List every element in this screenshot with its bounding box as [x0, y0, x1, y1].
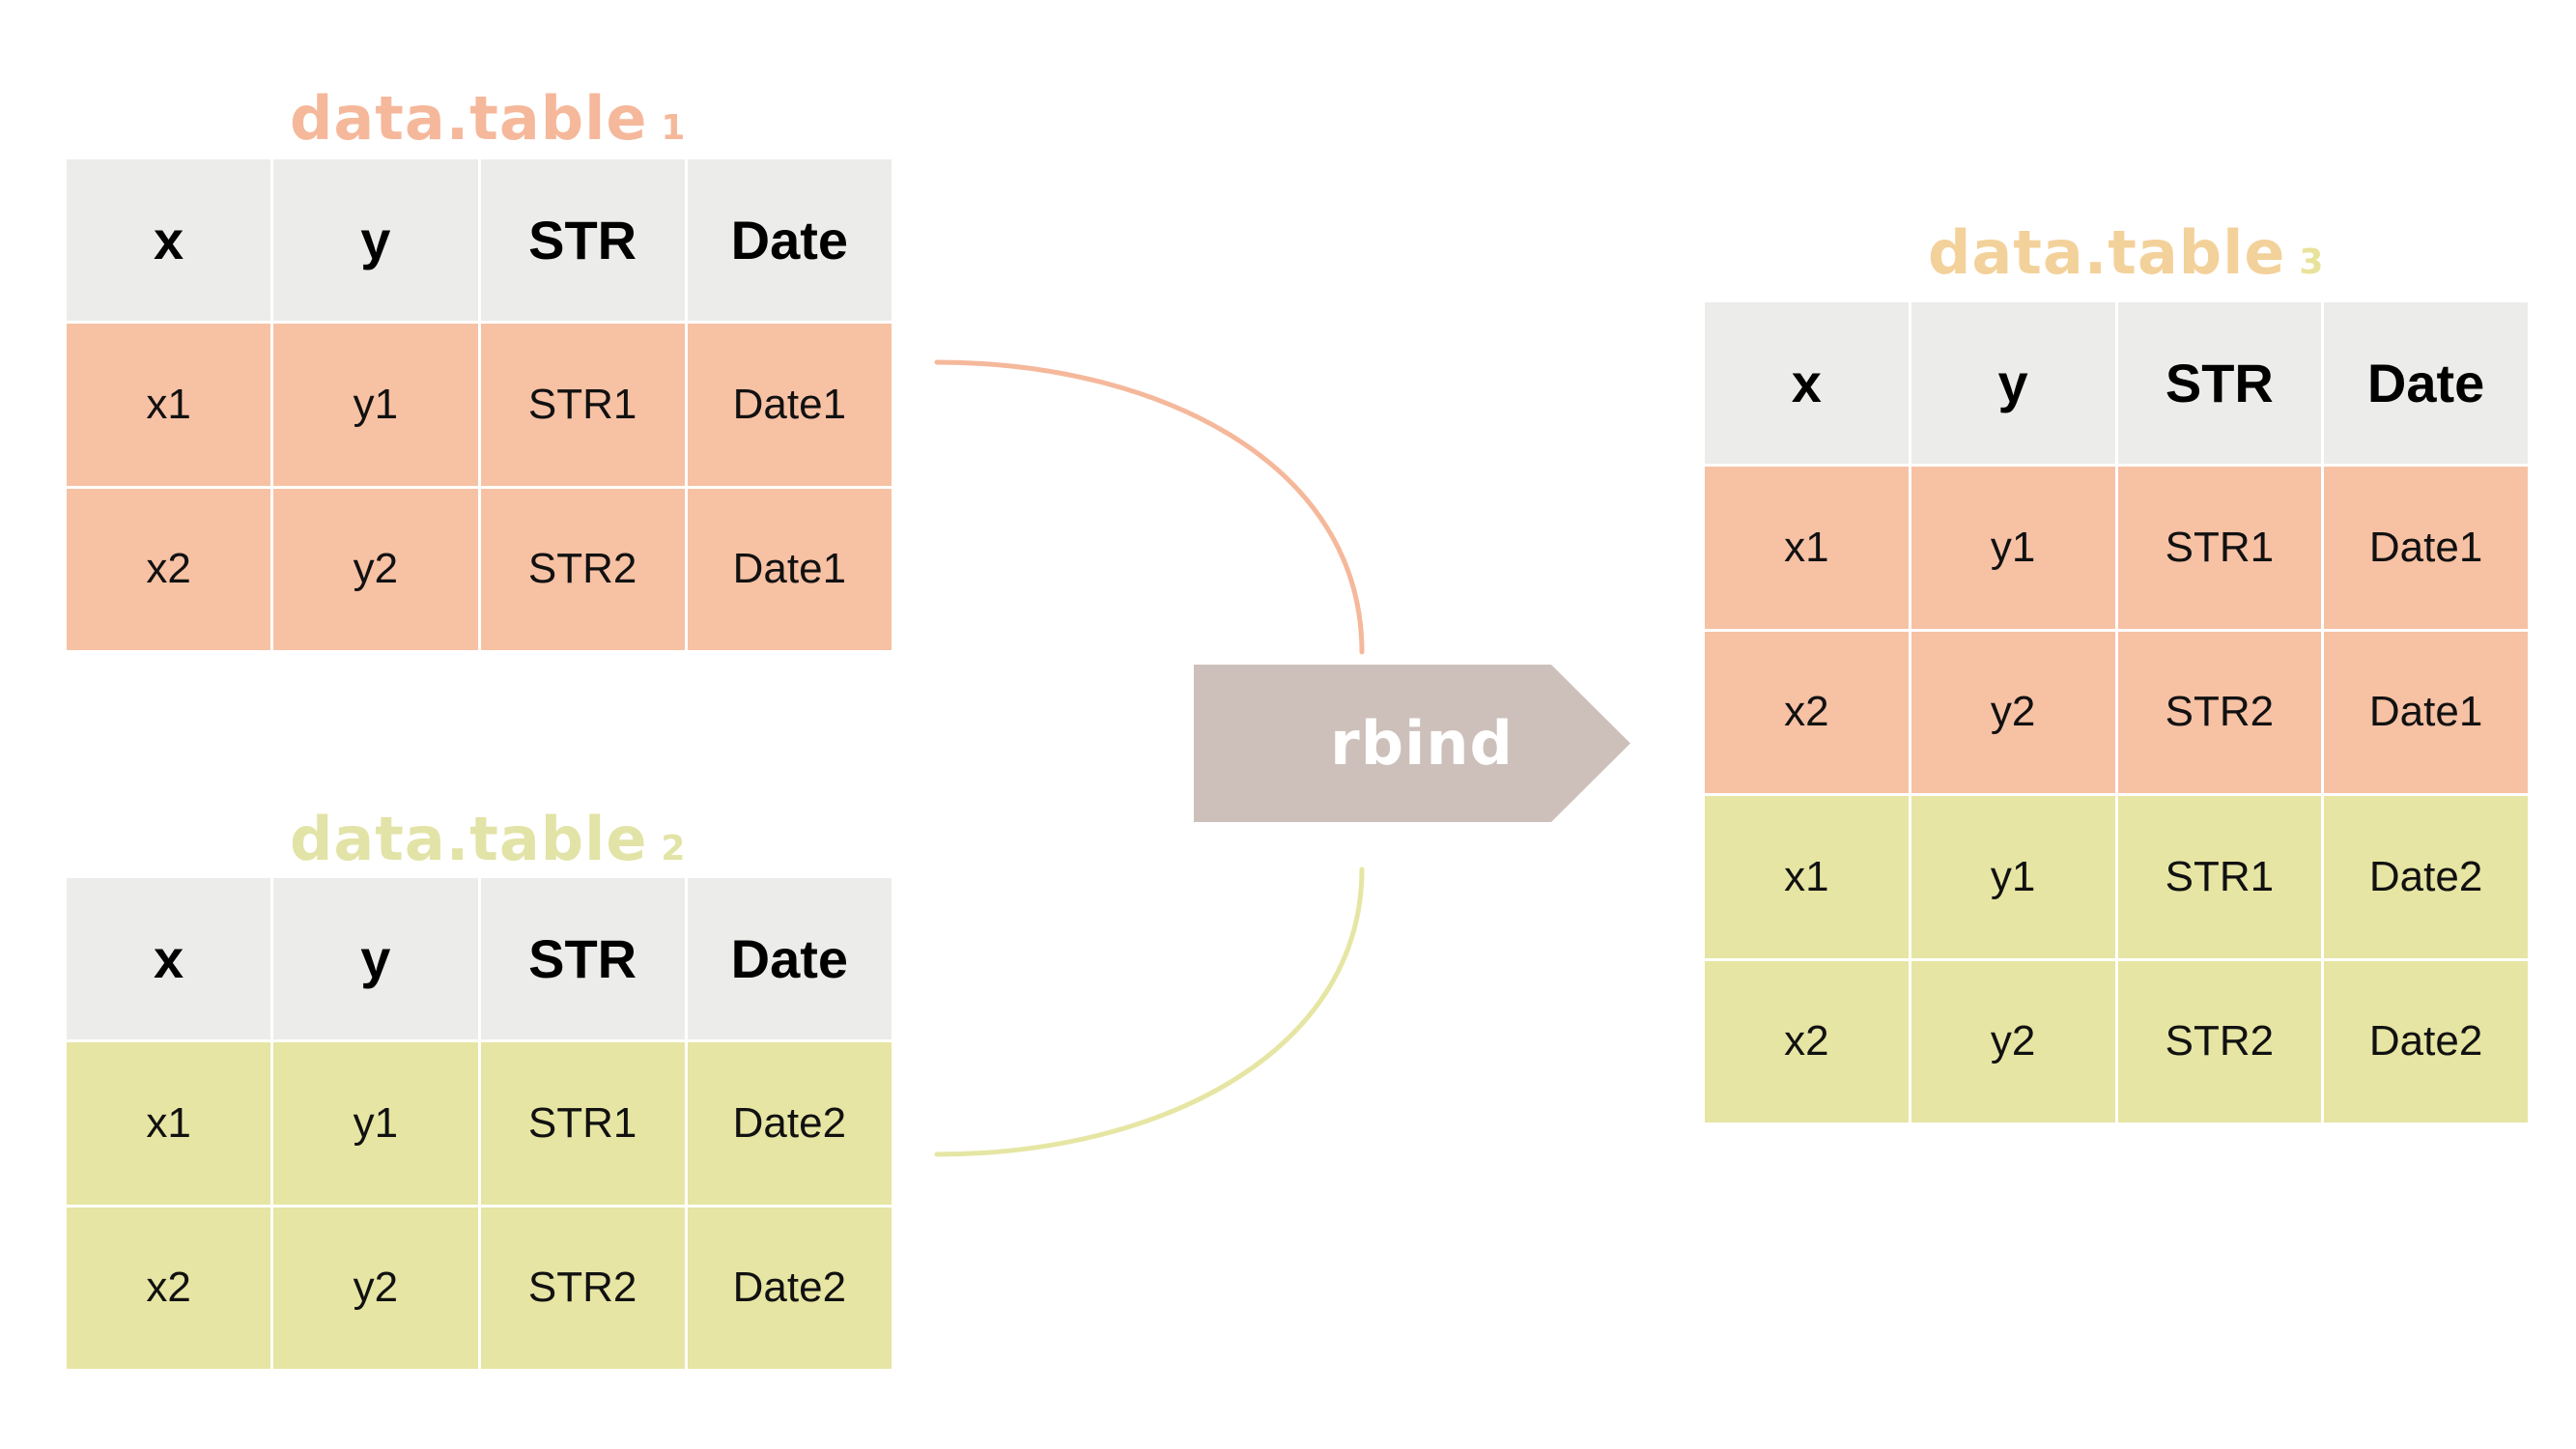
data-table-3: x y STR Date x1 y1 STR1 Date1 x2 y2 STR2… [1705, 302, 2528, 1122]
header-cell-x: x [1705, 302, 1909, 465]
table-cell: y2 [1911, 631, 2115, 794]
table-cell: STR1 [2117, 796, 2322, 958]
table-number: 2 [661, 829, 687, 868]
table-cell: y2 [273, 1207, 478, 1369]
table-cell: y2 [273, 488, 478, 650]
table-cell: x1 [67, 1042, 271, 1205]
table-cell: x2 [67, 1207, 271, 1369]
header-cell-str: STR [480, 878, 685, 1040]
table-title-text: data.table [290, 83, 648, 154]
table-cell: y1 [1911, 796, 2115, 958]
table-cell: Date2 [2324, 796, 2528, 958]
header-cell-date: Date [687, 159, 892, 322]
table-cell: STR1 [480, 1042, 685, 1205]
header-cell-date: Date [2324, 302, 2528, 465]
table-cell: x2 [1705, 960, 1909, 1122]
table-cell: STR2 [2117, 631, 2322, 794]
table-cell: y1 [1911, 467, 2115, 629]
header-cell-str: STR [480, 159, 685, 322]
table-number: 3 [2299, 242, 2325, 282]
table-cell: x1 [1705, 467, 1909, 629]
header-cell-y: y [273, 159, 478, 322]
table-cell: x2 [1705, 631, 1909, 794]
table-title-text: data.table [1928, 217, 2286, 288]
table-cell: x2 [67, 488, 271, 650]
connector-curve-bottom [934, 867, 1365, 1157]
table-cell: x1 [67, 324, 271, 486]
table-cell: y1 [273, 324, 478, 486]
header-cell-y: y [1911, 302, 2115, 465]
header-cell-x: x [67, 159, 271, 322]
table-cell: y2 [1911, 960, 2115, 1122]
table-title-text: data.table [290, 804, 648, 874]
table-cell: STR2 [2117, 960, 2322, 1122]
table-cell: Date1 [687, 488, 892, 650]
table-cell: Date1 [687, 324, 892, 486]
table-cell: Date1 [2324, 467, 2528, 629]
table-cell: Date2 [2324, 960, 2528, 1122]
header-cell-y: y [273, 878, 478, 1040]
header-cell-date: Date [687, 878, 892, 1040]
table-cell: STR1 [2117, 467, 2322, 629]
table-cell: Date1 [2324, 631, 2528, 794]
header-cell-str: STR [2117, 302, 2322, 465]
table-cell: STR2 [480, 1207, 685, 1369]
table-number: 1 [661, 108, 687, 148]
table-cell: STR2 [480, 488, 685, 650]
arrow-right-icon [1194, 665, 1630, 822]
data-table-1: x y STR Date x1 y1 STR1 Date1 x2 y2 STR2… [67, 159, 892, 650]
table-cell: Date2 [687, 1207, 892, 1369]
table-cell: y1 [273, 1042, 478, 1205]
table-cell: STR1 [480, 324, 685, 486]
header-cell-x: x [67, 878, 271, 1040]
connector-curve-top [934, 359, 1365, 655]
data-table-2: x y STR Date x1 y1 STR1 Date2 x2 y2 STR2… [67, 878, 892, 1369]
table-cell: x1 [1705, 796, 1909, 958]
table-cell: Date2 [687, 1042, 892, 1205]
rbind-label: rbind [1330, 708, 1514, 779]
